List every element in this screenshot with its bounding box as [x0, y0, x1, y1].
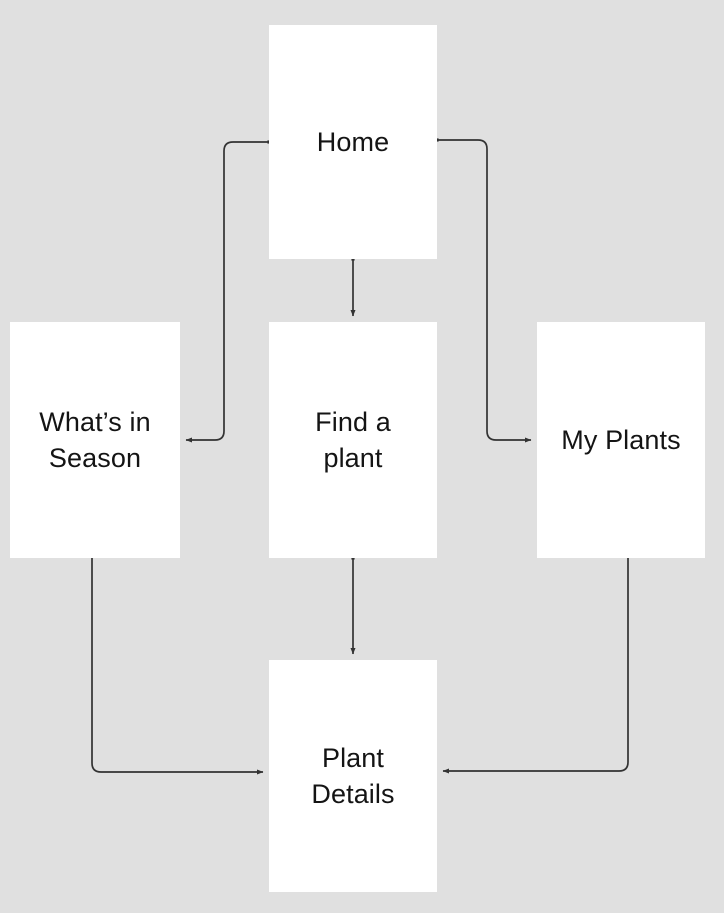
connector-myplants-to-details [442, 558, 629, 774]
node-plant-details-label: Plant Details [311, 743, 395, 809]
node-whats-in-season-label: What’s in Season [39, 407, 151, 473]
connector-home-to-myplants [435, 138, 532, 443]
node-home[interactable]: Home [269, 25, 437, 259]
node-my-plants-label: My Plants [561, 425, 681, 455]
connector-season-to-details [91, 558, 264, 775]
node-find-a-plant[interactable]: Find a plant [269, 322, 437, 558]
node-my-plants[interactable]: My Plants [537, 322, 705, 558]
node-home-label: Home [316, 127, 390, 157]
node-whats-in-season[interactable]: What’s in Season [10, 322, 180, 558]
node-find-a-plant-label: Find a plant [315, 407, 391, 473]
connector-home-to-season [185, 140, 271, 443]
node-plant-details[interactable]: Plant Details [269, 660, 437, 892]
